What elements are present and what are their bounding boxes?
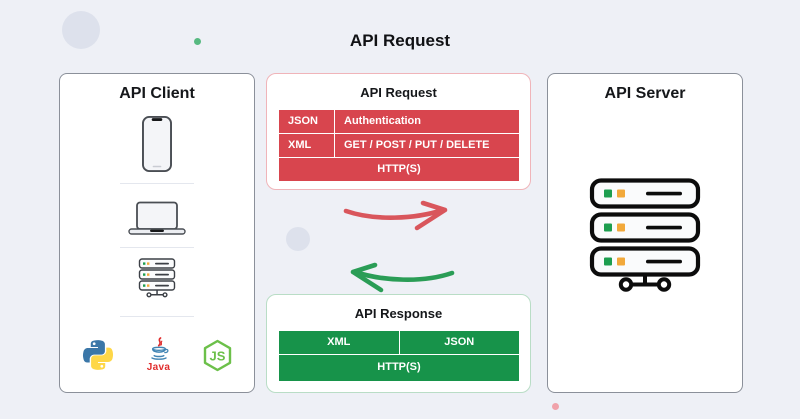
request-value-cell: GET / POST / PUT / DELETE (335, 134, 519, 157)
divider (120, 316, 194, 317)
client-logos-row: Java JS (60, 337, 254, 373)
server-icon (138, 258, 176, 298)
nodejs-logo-label: JS (210, 348, 226, 363)
api-server-card: API Server (547, 73, 743, 393)
decor-dot-green (194, 38, 201, 45)
request-format-cell: XML (279, 134, 334, 157)
request-arrow-right-icon (343, 200, 448, 231)
decor-circle-small (286, 227, 310, 251)
request-value-cell: Authentication (335, 110, 519, 133)
page-title: API Request (349, 31, 451, 50)
api-client-card: API Client (59, 73, 255, 393)
java-logo-label: Java (146, 362, 171, 373)
laptop-icon (128, 201, 186, 235)
divider (120, 183, 194, 184)
request-format-cell: JSON (279, 110, 334, 133)
nodejs-logo-icon: JS (203, 339, 232, 371)
response-arrow-left-icon (350, 262, 455, 293)
response-format-cell: JSON (399, 331, 519, 354)
decor-dot-pink (552, 403, 559, 410)
smartphone-icon (142, 115, 172, 173)
api-request-card: API Request JSON Authentication XML GET … (266, 73, 531, 190)
api-response-card: API Response XML JSON HTTP(S) (266, 294, 531, 393)
divider (120, 247, 194, 248)
request-protocol-cell: HTTP(S) (279, 158, 519, 181)
request-card-title: API Request (360, 85, 437, 100)
response-card-title: API Response (354, 306, 443, 321)
decor-circle-large (62, 11, 100, 49)
response-format-cell: XML (279, 331, 399, 354)
response-protocol-cell: HTTP(S) (279, 355, 519, 381)
java-logo-icon (150, 337, 169, 360)
request-table: JSON Authentication XML GET / POST / PUT… (279, 110, 519, 181)
client-card-title: API Client (119, 85, 195, 102)
server-rack-icon (589, 178, 701, 292)
response-table: XML JSON HTTP(S) (279, 331, 519, 381)
server-card-title: API Server (604, 85, 686, 102)
python-logo-icon (82, 340, 114, 370)
java-logo: Java (146, 337, 172, 373)
